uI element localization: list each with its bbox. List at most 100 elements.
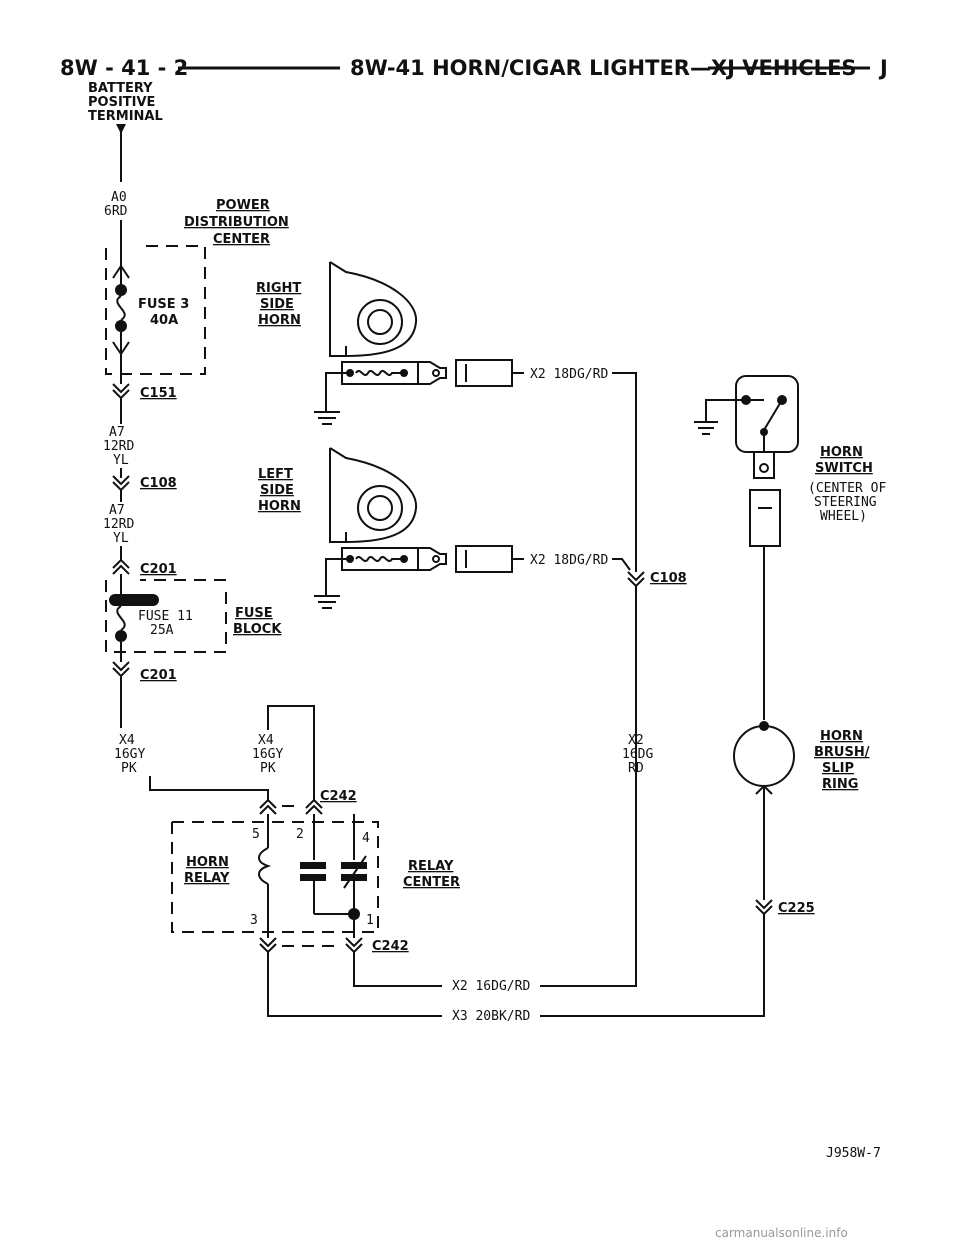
c151-connector-icon <box>112 383 130 400</box>
wire-x2-left-horn-label: X2 18DG/RD <box>530 553 608 568</box>
right-horn-connector <box>455 359 513 387</box>
left-horn-label-3: HORN <box>258 499 301 514</box>
c242-bottom-conn-pin1-icon <box>345 937 363 954</box>
wire-a7-gauge-2: 12RD <box>103 517 134 532</box>
relay-contact-slash <box>343 855 367 889</box>
fuse11-label: FUSE 11 <box>138 609 193 624</box>
wire-x4-left-color: PK <box>121 761 137 776</box>
c242-bottom-conn-pin3-icon <box>259 937 277 954</box>
horn-brush-node <box>759 721 769 731</box>
fuse-block-box <box>105 579 227 653</box>
c225-connector-icon <box>755 899 773 916</box>
c225-label: C225 <box>778 901 815 916</box>
horn-switch-connector <box>749 489 781 547</box>
wire-x3-label: X3 20BK/RD <box>452 1009 530 1024</box>
left-horn-ground-wire <box>325 558 350 596</box>
horn-switch-terminal-icon <box>753 432 775 479</box>
relay-pin2: 2 <box>296 827 304 842</box>
page-code: 8W - 41 - 2 <box>60 56 188 80</box>
relay-pin5: 5 <box>252 827 260 842</box>
left-horn-connector <box>455 545 513 573</box>
pdc-box <box>105 245 206 375</box>
left-horn-terminal-hole <box>432 555 440 563</box>
c201-bottom-connector-icon <box>112 661 130 678</box>
right-horn-coil-icon <box>355 370 402 376</box>
relay-contact-left-bottom <box>300 874 326 881</box>
right-horn-terminal-hole <box>432 369 440 377</box>
c108-left-label: C108 <box>140 476 177 491</box>
right-horn-node-2 <box>400 369 408 377</box>
battery-label-3: TERMINAL <box>88 109 163 124</box>
wire-x2-right-circuit: X2 <box>628 733 644 748</box>
figure-code: J958W-7 <box>826 1146 881 1161</box>
horn-brush-ring <box>733 725 795 787</box>
wire-x4-right-color: PK <box>260 761 276 776</box>
horn-relay-label-2: RELAY <box>184 871 230 886</box>
wire-a0-circuit: A0 <box>111 190 127 205</box>
horn-relay-label-1: HORN <box>186 855 229 870</box>
wire-x4-right-circuit: X4 <box>258 733 274 748</box>
wire-a7-color-2: YL <box>113 531 129 546</box>
wire-x4-left-gauge: 16GY <box>114 747 145 762</box>
wire-x4-left-circuit: X4 <box>119 733 135 748</box>
wire-x3-right <box>540 914 765 1017</box>
horn-switch-label-3: (CENTER OF <box>808 481 886 496</box>
fuse-block-label-1: FUSE <box>235 606 273 621</box>
wire-a7-circuit-1: A7 <box>109 425 125 440</box>
horn-switch-lever <box>763 399 783 431</box>
left-horn-diaphragm-inner <box>367 495 393 521</box>
wire-a7-gauge-1: 12RD <box>103 439 134 454</box>
fuse3-icon <box>116 295 126 321</box>
relay-pin1: 1 <box>366 913 374 928</box>
horn-switch-label-4: STEERING <box>814 495 877 510</box>
pdc-label-3: CENTER <box>213 232 270 247</box>
battery-arrow-icon <box>116 124 126 134</box>
fuse3-label: FUSE 3 <box>138 297 189 312</box>
relay-coil-icon <box>258 847 272 885</box>
c108-left-connector-icon <box>112 475 130 492</box>
fuse11-rating: 25A <box>150 623 174 638</box>
fuse-block-label-2: BLOCK <box>233 622 282 637</box>
right-horn-label-1: RIGHT <box>256 281 301 296</box>
right-horn-diaphragm-outer <box>357 299 403 345</box>
c242-top-label: C242 <box>320 789 357 804</box>
fuse3-rating: 40A <box>150 313 178 328</box>
wire-a7-circuit-2: A7 <box>109 503 125 518</box>
right-horn-label-2: SIDE <box>260 297 294 312</box>
c242-bottom-label: C242 <box>372 939 409 954</box>
left-horn-ground-icon <box>314 595 340 609</box>
fuse3-node-bottom <box>115 320 127 332</box>
wire-x2-bottom-label: X2 16DG/RD <box>452 979 530 994</box>
wire-x4-right-route <box>267 705 315 800</box>
wire-x2-bottom-left <box>353 952 442 987</box>
right-horn-ground-icon <box>314 411 340 425</box>
left-horn-icon <box>329 447 418 543</box>
relay-pin3: 3 <box>250 913 258 928</box>
wire-x2-right-color: RD <box>628 761 644 776</box>
horn-brush-label-1: HORN <box>820 729 863 744</box>
left-horn-node-2 <box>400 555 408 563</box>
right-horn-icon <box>329 261 418 357</box>
relay-contact-right-bottom <box>341 874 367 881</box>
horn-switch-label-1: HORN <box>820 445 863 460</box>
c151-label: C151 <box>140 386 177 401</box>
wire-x4-right-gauge: 16GY <box>252 747 283 762</box>
horn-switch-terminal-hole <box>759 463 769 473</box>
relay-contact-left-top <box>300 862 326 869</box>
right-horn-diaphragm-inner <box>367 309 393 335</box>
c201-bottom-label: C201 <box>140 668 177 683</box>
battery-label-2: POSITIVE <box>88 95 155 110</box>
left-horn-coil-icon <box>355 556 402 562</box>
left-horn-diaphragm-outer <box>357 485 403 531</box>
wire-x2-right-gauge: 16DG <box>622 747 653 762</box>
left-horn-label-2: SIDE <box>260 483 294 498</box>
horn-switch-label-2: SWITCH <box>815 461 873 476</box>
horn-switch-ground-wire <box>705 399 746 422</box>
right-horn-label-3: HORN <box>258 313 301 328</box>
pdc-label-2: DISTRIBUTION <box>184 215 289 230</box>
horn-brush-label-3: SLIP <box>822 761 854 776</box>
battery-label-1: BATTERY <box>88 81 153 96</box>
horn-switch-ground-icon <box>694 421 718 435</box>
left-horn-label-1: LEFT <box>258 467 293 482</box>
